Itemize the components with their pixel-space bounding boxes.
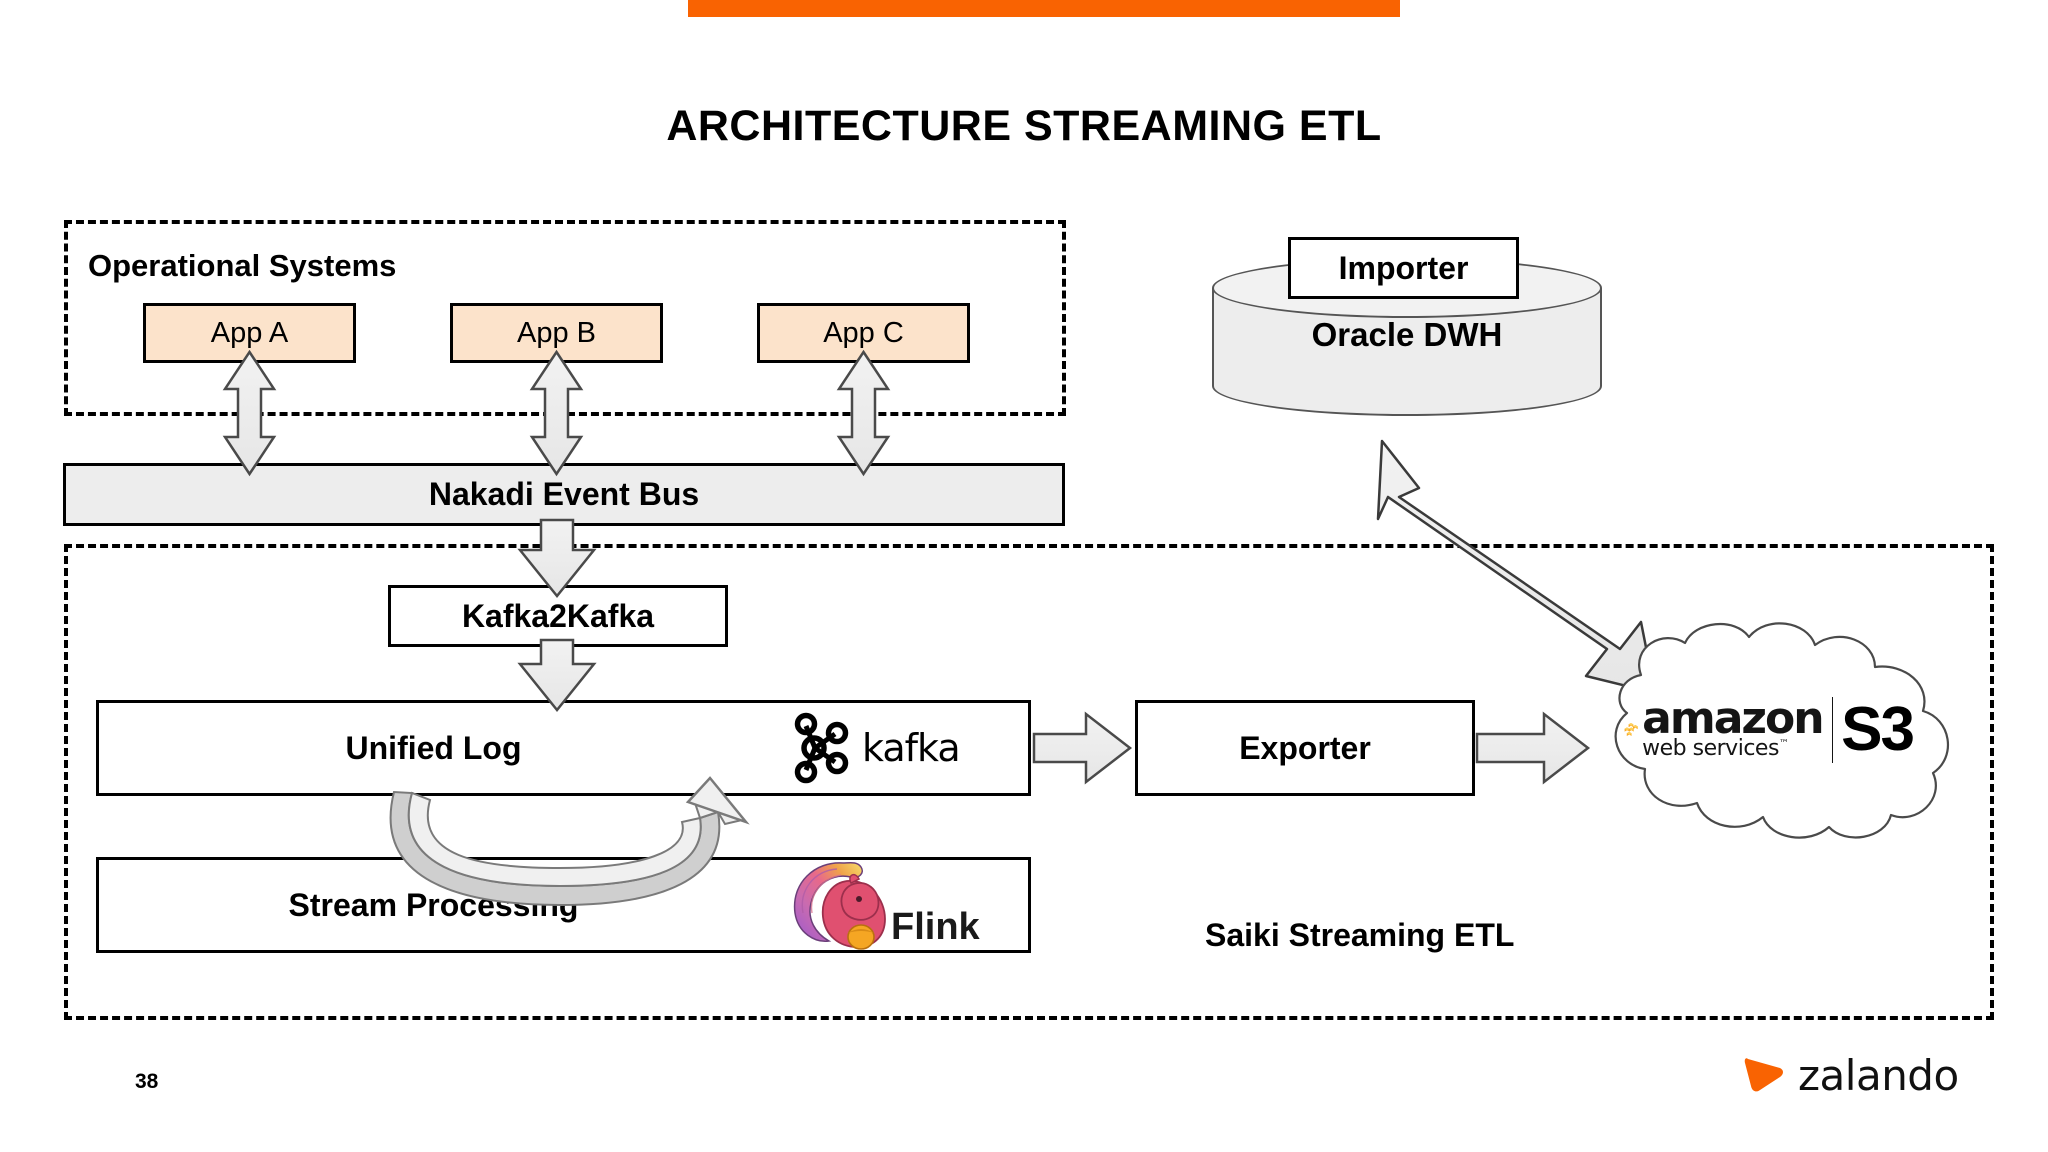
app-c-label: App C [823, 316, 904, 349]
s3-wordmark: S3 [1841, 695, 1915, 765]
operational-systems-label: Operational Systems [88, 248, 397, 283]
page-number: 38 [135, 1070, 159, 1093]
zalando-mark-icon [1744, 1058, 1783, 1092]
accent-bar [688, 0, 1400, 17]
kafka-glyph-icon [794, 712, 849, 784]
unified-log-label: Unified Log [345, 729, 522, 766]
unified-log-box[interactable]: Unified Log [96, 700, 1031, 796]
exporter-box[interactable]: Exporter [1135, 700, 1475, 796]
flink-squirrel-icon [793, 861, 886, 950]
kafka2kafka-label: Kafka2Kafka [461, 597, 655, 634]
nakadi-event-bus-label: Nakadi Event Bus [428, 476, 700, 512]
stream-processing-label: Stream Processing [288, 886, 579, 923]
importer-box[interactable]: Importer [1288, 237, 1519, 299]
app-a-box[interactable]: App A [143, 303, 356, 363]
aws-cubes-icon [1624, 723, 1638, 736]
aws-trademark: ™ [1778, 738, 1789, 750]
zalando-wordmark: zalando [1798, 1050, 1959, 1100]
aws-s3-logo: amazon web services™ S3 [1623, 690, 1915, 770]
app-b-label: App B [517, 316, 596, 349]
app-b-box[interactable]: App B [450, 303, 663, 363]
saiki-streaming-etl-group [64, 544, 1994, 1020]
aws-s3-cloud[interactable]: amazon web services™ S3 [1545, 615, 1975, 845]
flink-icon: Flink [785, 855, 1000, 955]
aws-divider [1831, 697, 1833, 763]
importer-label: Importer [1338, 249, 1469, 286]
flink-wordmark: Flink [891, 906, 980, 948]
kafka-wordmark: kafka [862, 726, 961, 770]
app-a-label: App A [210, 316, 289, 349]
oracle-dwh-cylinder[interactable]: Oracle DWH [1212, 258, 1602, 416]
saiki-streaming-etl-label: Saiki Streaming ETL [1205, 917, 1515, 953]
amazon-wordmark: amazon [1642, 692, 1824, 744]
cloud-shape-icon [1614, 622, 1950, 839]
nakadi-event-bus-box[interactable]: Nakadi Event Bus [63, 463, 1065, 526]
app-c-box[interactable]: App C [757, 303, 970, 363]
page-title: ARCHITECTURE STREAMING ETL [666, 102, 1382, 150]
exporter-label: Exporter [1239, 729, 1371, 766]
kafka-icon: kafka [790, 712, 990, 784]
aws-subtitle-text: web services [1642, 736, 1779, 762]
aws-subtitle: web services™ [1642, 738, 1822, 760]
zalando-logo: zalando [1742, 1050, 1959, 1100]
kafka2kafka-box[interactable]: Kafka2Kafka [388, 585, 728, 647]
oracle-dwh-label: Oracle DWH [1311, 316, 1503, 353]
